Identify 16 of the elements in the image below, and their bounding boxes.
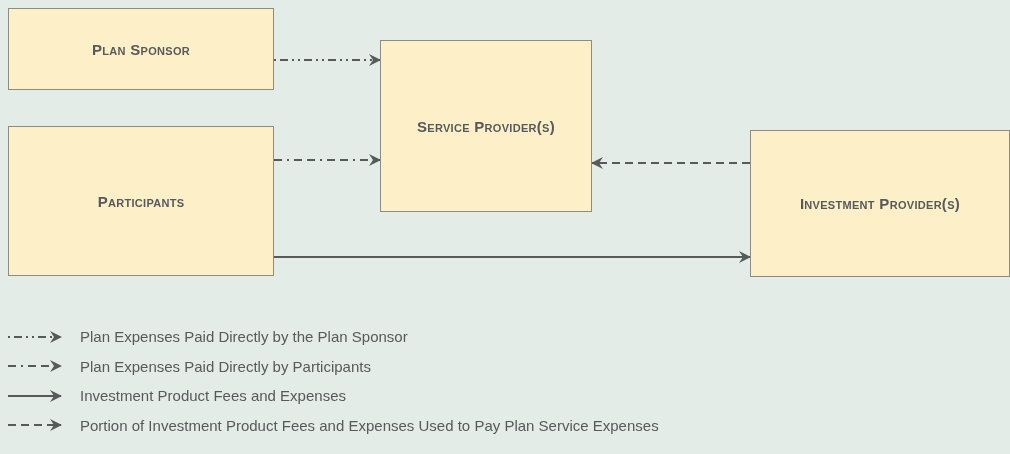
legend-text: Plan Expenses Paid Directly by the Plan Sponsor xyxy=(80,328,408,345)
legend-text: Investment Product Fees and Expenses xyxy=(80,387,346,404)
entity-box xyxy=(8,126,274,276)
entity-label: Service Provider(s) xyxy=(416,117,556,135)
legend-text: Plan Expenses Paid Directly by Participants xyxy=(80,357,371,375)
arrow xyxy=(591,157,751,169)
entity-label: Participants xyxy=(97,192,185,210)
entity-box xyxy=(750,130,1010,277)
arrow xyxy=(273,251,751,263)
arrow xyxy=(273,54,381,66)
legend-text: Portion of Investment Product Fees and Expenses Used to Pay Plan Service Expenses xyxy=(80,416,659,434)
entity-label: Investment Provider(s) xyxy=(799,195,961,212)
arrow xyxy=(273,154,381,166)
entity-box xyxy=(380,40,592,212)
entity-label: Plan Sponsor xyxy=(91,40,191,58)
entity-box xyxy=(8,8,274,90)
